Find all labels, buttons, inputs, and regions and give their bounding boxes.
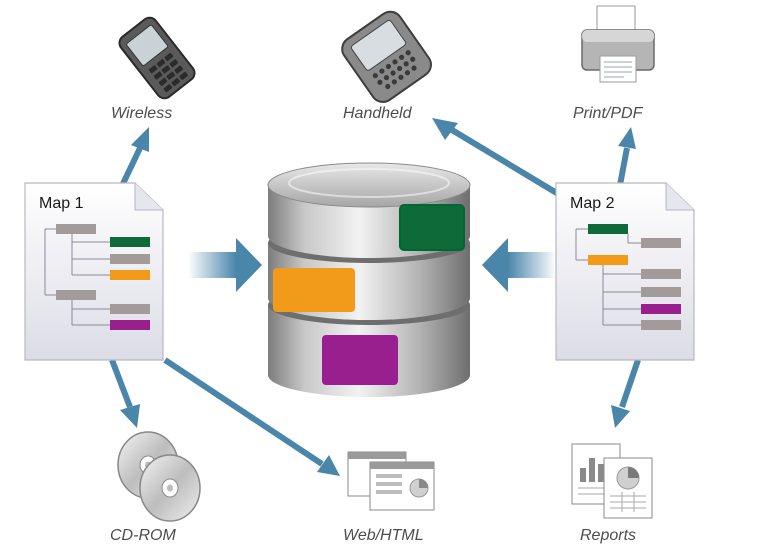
arrows [109, 118, 641, 476]
browser-windows-icon [347, 451, 435, 511]
database-icon [267, 162, 471, 397]
cd-discs-icon [117, 431, 201, 522]
reports-label: Reports [580, 527, 637, 544]
arrow-map2-to-database [482, 238, 556, 292]
arrow-map1-to-webhtml [163, 357, 340, 476]
mobile-phone-icon [118, 16, 196, 100]
arrow-map2-to-reports [611, 359, 641, 428]
map2-title: Map 2 [570, 195, 615, 212]
report-documents-icon [571, 443, 653, 519]
arrow-map1-to-wireless [117, 127, 149, 192]
db-orange-block [273, 268, 355, 312]
map1-title: Map 1 [39, 195, 84, 212]
cd-rom-label: CD-ROM [110, 527, 176, 544]
arrow-map2-to-handheld [432, 118, 562, 198]
print-pdf-label: Print/PDF [573, 105, 643, 122]
handheld-device-icon [341, 10, 432, 103]
arrow-map2-to-printpdf [617, 127, 636, 186]
map2-document: Map 2 [555, 182, 695, 361]
db-purple-block [322, 335, 398, 385]
db-green-block [399, 204, 465, 251]
wireless-label: Wireless [111, 105, 173, 122]
arrow-map1-to-database [188, 238, 262, 292]
map1-document: Map 1 [24, 182, 164, 361]
web-html-label: Web/HTML [343, 527, 424, 544]
arrow-map1-to-cdrom [109, 358, 140, 428]
printer-icon [581, 5, 655, 83]
handheld-label: Handheld [343, 105, 412, 122]
